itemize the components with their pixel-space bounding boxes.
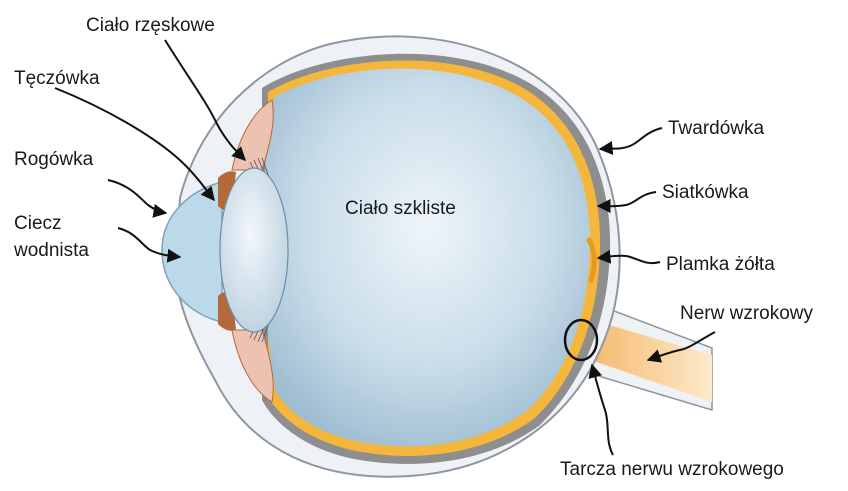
label-rogowka: Rogówka (14, 149, 93, 171)
pointer-twardowka (600, 128, 662, 149)
cornea (162, 182, 222, 322)
label-siatkowka: Siatkówka (662, 182, 749, 204)
label-plamka-zolta: Plamka żółta (666, 254, 775, 276)
label-ciecz-1: Ciecz (14, 213, 62, 235)
label-cialo-rzeskowe: Ciało rzęskowe (86, 15, 215, 37)
label-nerw-wzrokowy: Nerw wzrokowy (680, 303, 813, 325)
pointer-rogowka (108, 180, 166, 213)
vitreous-body (264, 69, 590, 447)
lens (220, 168, 288, 332)
label-ciecz-2: wodnista (14, 240, 89, 262)
label-teczowka: Tęczówka (14, 68, 100, 90)
label-twardowka: Twardówka (668, 118, 764, 140)
label-tarcza-nerwu: Tarcza nerwu wzrokowego (560, 459, 784, 481)
label-cialo-szkliste: Ciało szkliste (345, 198, 456, 220)
